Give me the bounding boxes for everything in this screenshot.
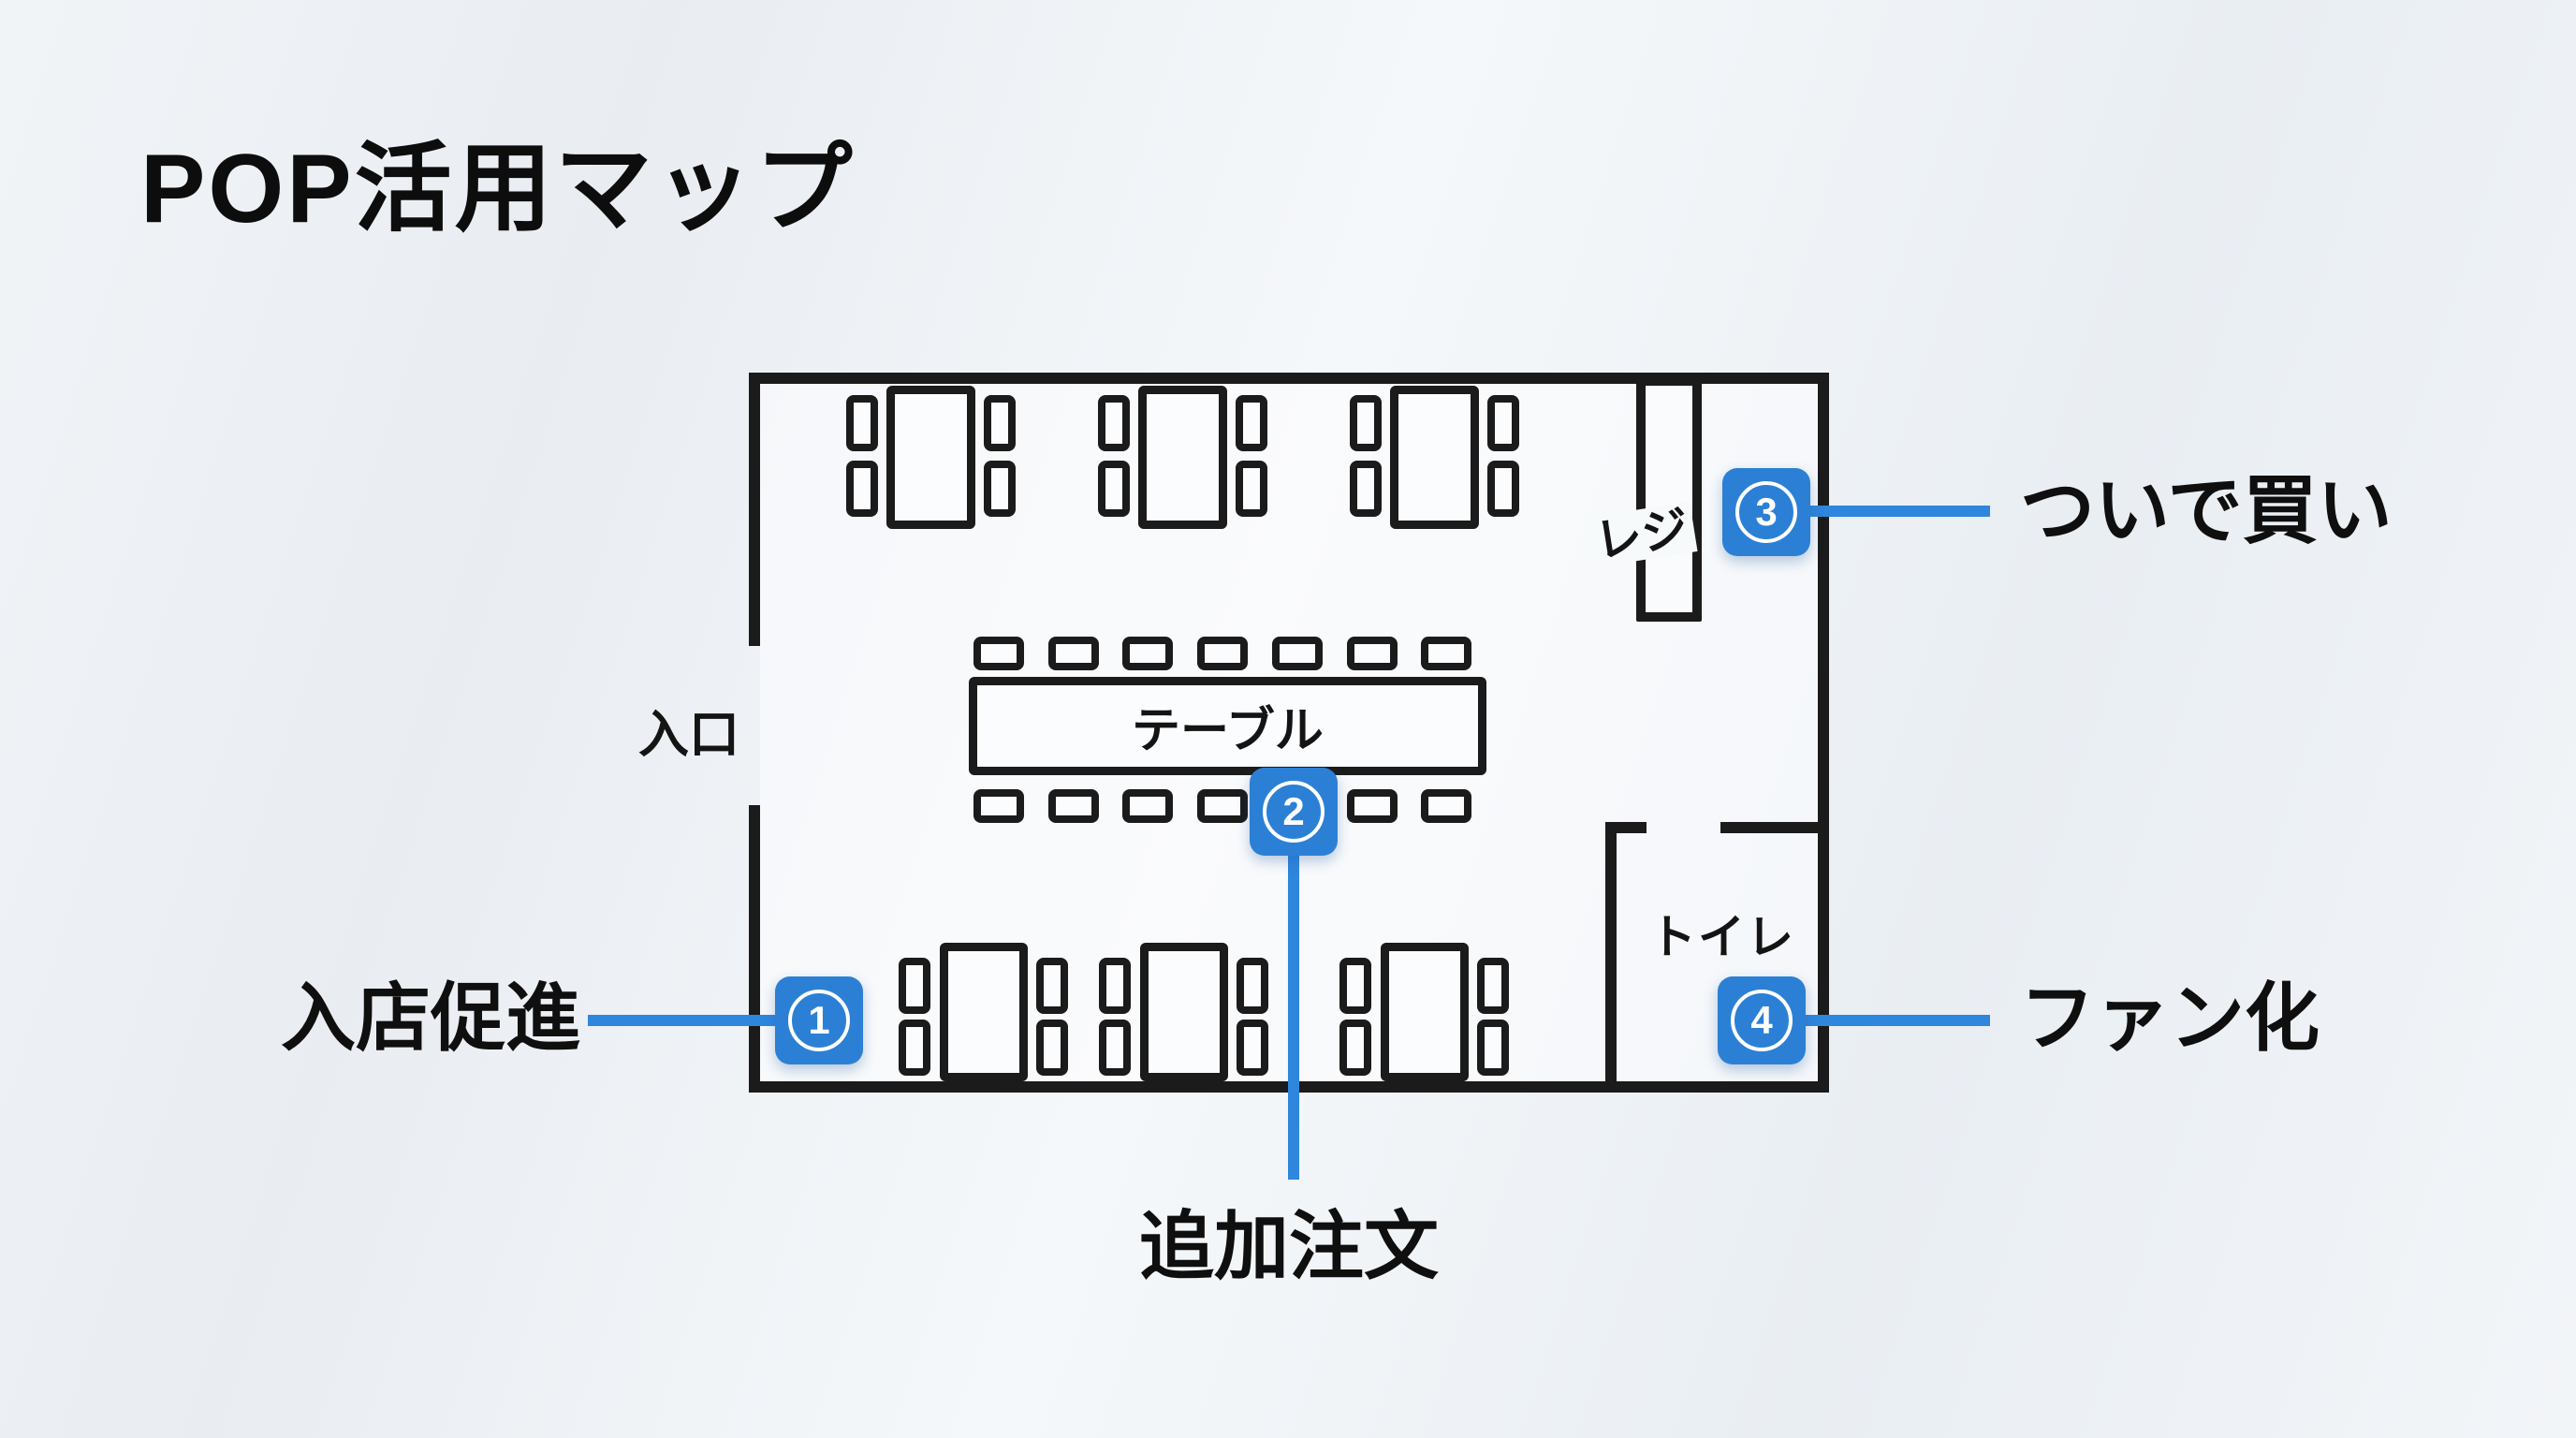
chair: [1477, 1020, 1509, 1076]
callout-line-4: [1800, 1015, 1990, 1026]
chair: [973, 637, 1024, 670]
chair: [1339, 958, 1371, 1014]
large-table-label: テーブル: [1132, 704, 1324, 758]
wall-top: [749, 373, 1829, 384]
dining-table: [940, 943, 1028, 1081]
chair: [1350, 461, 1382, 517]
callout-label-2: 追加注文: [1139, 1205, 1439, 1288]
register-counter: [1636, 376, 1702, 622]
dining-table: [886, 386, 975, 529]
chair: [1421, 789, 1471, 823]
callout-line-1: [588, 1015, 779, 1026]
toilet-wall-stub: [1605, 822, 1647, 833]
callout-label-4: ファン化: [2020, 976, 2320, 1060]
callout-label-1: 入店促進: [281, 976, 580, 1060]
chair: [1350, 395, 1382, 451]
chair: [1339, 1020, 1371, 1076]
chair: [1237, 1020, 1268, 1076]
chair: [1272, 637, 1323, 670]
chair: [1421, 637, 1471, 670]
chair: [1122, 637, 1173, 670]
chair: [1236, 461, 1267, 517]
chair: [1197, 637, 1248, 670]
toilet-label: トイレ: [1649, 911, 1795, 963]
dining-table: [1381, 943, 1469, 1081]
marker-4: 4: [1718, 976, 1806, 1064]
marker-4-number: 4: [1731, 990, 1793, 1051]
chair: [1098, 395, 1130, 451]
chair: [899, 958, 930, 1014]
marker-1: 1: [775, 976, 863, 1064]
large-table: テーブル: [969, 677, 1486, 775]
page-title: POP活用マップ: [140, 135, 856, 243]
chair: [1197, 789, 1248, 823]
callout-line-3: [1805, 506, 1990, 517]
marker-3: 3: [1722, 468, 1810, 556]
chair: [846, 461, 878, 517]
chair: [1236, 395, 1267, 451]
chair: [1099, 958, 1131, 1014]
wall-left-lower: [749, 805, 760, 1093]
marker-3-number: 3: [1735, 481, 1797, 543]
callout-label-3: ついで買い: [2020, 469, 2393, 552]
marker-1-number: 1: [788, 990, 850, 1051]
chair: [1237, 958, 1268, 1014]
entrance-label: 入口: [638, 707, 739, 763]
chair: [1048, 637, 1099, 670]
chair: [1036, 1020, 1068, 1076]
chair: [1098, 461, 1130, 517]
chair: [1477, 958, 1509, 1014]
dining-table: [1390, 386, 1479, 529]
chair: [973, 789, 1024, 823]
dining-table: [1140, 943, 1228, 1081]
chair: [1048, 789, 1099, 823]
chair: [984, 461, 1016, 517]
chair: [846, 395, 878, 451]
chair: [899, 1020, 930, 1076]
wall-left-upper: [749, 373, 760, 646]
toilet-wall-left: [1605, 822, 1617, 1093]
chair: [1122, 789, 1173, 823]
wall-right: [1818, 373, 1829, 1093]
chair: [1099, 1020, 1131, 1076]
marker-2-number: 2: [1263, 781, 1325, 843]
chair: [1347, 637, 1398, 670]
chair: [984, 395, 1016, 451]
callout-line-2: [1288, 852, 1299, 1180]
toilet-wall-top: [1720, 822, 1829, 833]
dining-table: [1138, 386, 1227, 529]
marker-2: 2: [1250, 768, 1338, 856]
chair: [1347, 789, 1398, 823]
chair: [1487, 461, 1519, 517]
chair: [1487, 395, 1519, 451]
chair: [1036, 958, 1068, 1014]
